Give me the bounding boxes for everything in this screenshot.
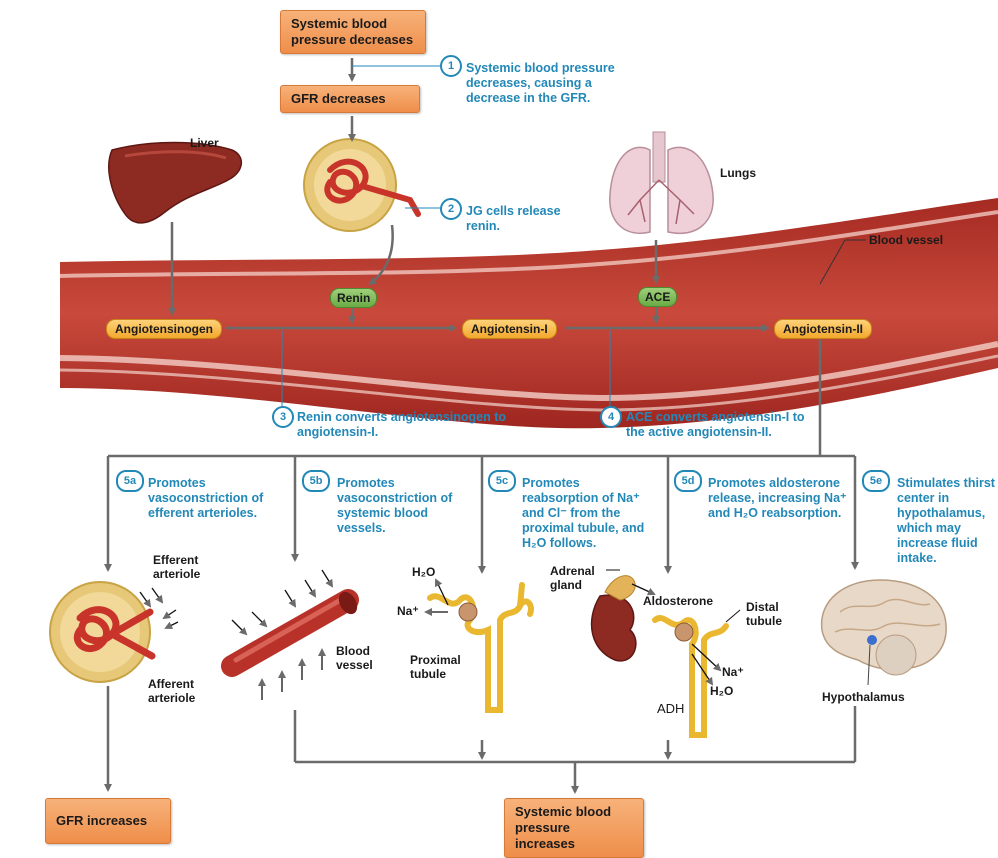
distal-tubule-label: Distal tubule [746, 600, 782, 628]
adrenal-gland-label: Adrenal gland [550, 564, 595, 592]
step-2-badge: 2 [440, 198, 462, 220]
step-3-badge: 3 [272, 406, 294, 428]
bp-decreases-box: Systemic blood pressure decreases [280, 10, 426, 54]
aldosterone-label: Aldosterone [643, 594, 714, 608]
arrow-renin-release [368, 224, 394, 286]
step-5a-badge: 5a [116, 470, 144, 492]
angiotensin-1-pill: Angiotensin-I [462, 319, 557, 339]
step-5b-text: Promotes vasoconstriction of systemic bl… [337, 476, 453, 535]
blood-vessel-band [59, 198, 998, 429]
kidney-adrenal-illustration [590, 575, 729, 738]
gfr-increases-box: GFR increases [45, 798, 171, 844]
step-4-badge: 4 [600, 406, 622, 428]
step-3-text: Renin converts angiotensinogen to angiot… [297, 410, 507, 439]
proximal-tubule-label: Proximal tubule [410, 653, 461, 681]
step-4-text: ACE converts angiotensin-I to the active… [626, 410, 805, 439]
step-5a-text: Promotes vasoconstriction of efferent ar… [148, 476, 264, 520]
gfr-decreases-box: GFR decreases [280, 85, 420, 113]
na-5d-label: Na⁺ [722, 665, 744, 679]
bp-increases-box: Systemic blood pressure increases [504, 798, 644, 858]
glomerulus-jg-illustration [303, 138, 421, 232]
merge-connector [293, 706, 857, 794]
blood-vessel-5b-label: Blood vessel [336, 644, 373, 672]
liver-label: Liver [190, 136, 219, 150]
branch-connector [104, 338, 859, 574]
ace-pill: ACE [638, 287, 678, 307]
step-2-text: JG cells release renin. [466, 204, 561, 233]
liver-illustration [108, 141, 242, 224]
blood-vessel-label: Blood vessel [869, 233, 944, 247]
afferent-arteriole-label: Afferent arteriole [148, 677, 196, 705]
lungs-illustration [609, 131, 714, 234]
angiotensin-2-pill: Angiotensin-II [774, 319, 872, 339]
na-5c-label: Na⁺ [397, 604, 419, 618]
lungs-label: Lungs [720, 166, 756, 180]
step-5d-badge: 5d [674, 470, 702, 492]
step-5e-text: Stimulates thirst center in hypothalamus… [897, 476, 995, 565]
h2o-5c-label: H₂O [412, 565, 436, 579]
tubule-transport-arrows [424, 569, 741, 686]
step-1-text: Systemic blood pressure decreases, causi… [466, 61, 615, 105]
angiotensinogen-pill: Angiotensinogen [106, 319, 222, 339]
blood-vessel-leader [819, 239, 866, 285]
glomerulus-5a-illustration [49, 581, 156, 683]
h2o-5d-label: H₂O [710, 684, 734, 698]
vasoconstriction-arrows [139, 569, 334, 700]
brain-illustration [820, 579, 947, 686]
step-leader-lines [352, 65, 440, 209]
step-5c-badge: 5c [488, 470, 516, 492]
step-5e-badge: 5e [862, 470, 890, 492]
step-5c-text: Promotes reabsorption of Na⁺ and Cl⁻ fro… [522, 476, 645, 550]
systemic-vessel-illustration [221, 589, 359, 677]
step-5b-badge: 5b [302, 470, 330, 492]
efferent-arteriole-label: Efferent arteriole [153, 553, 201, 581]
hypothalamus-label: Hypothalamus [822, 690, 905, 704]
step-5d-text: Promotes aldosterone release, increasing… [708, 476, 847, 520]
step-1-badge: 1 [440, 55, 462, 77]
nephron-5c-illustration [427, 582, 534, 713]
adh-label: ADH [657, 701, 685, 716]
renin-pill: Renin [330, 288, 378, 308]
